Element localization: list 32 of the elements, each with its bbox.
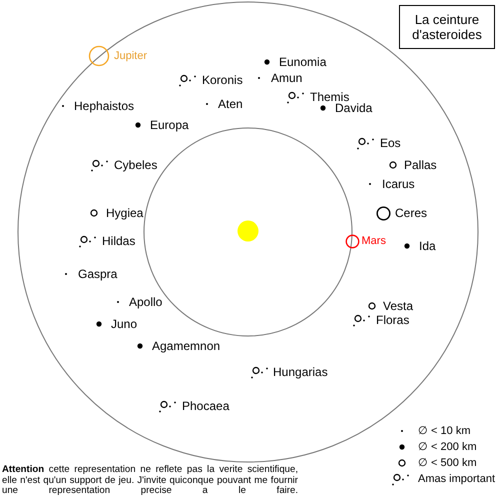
legend-text: ∅ < 10 km — [418, 424, 470, 438]
asteroid-name: Hephaistos — [74, 99, 134, 113]
planet-name: Jupiter — [114, 49, 148, 63]
asteroid-name: Hungarias — [273, 365, 328, 379]
legend-text: ∅ < 200 km — [418, 440, 477, 454]
asteroid-name: Floras — [376, 313, 410, 327]
asteroid-name: Davida — [335, 101, 372, 115]
asteroid-name: Gaspra — [78, 267, 118, 281]
title-box: La ceinture d'asteroides — [399, 5, 495, 49]
asteroid-name: Agamemnon — [152, 339, 220, 353]
asteroid-name: Juno — [111, 317, 138, 331]
asteroid-name: Koronis — [202, 73, 243, 87]
asteroid-name: Eos — [380, 136, 401, 150]
asteroid-name: Pallas — [404, 158, 437, 172]
asteroid-name: Hildas — [102, 234, 136, 248]
disclaimer-note: Attention cette representation ne reflete pas la verite scientifique, elle n'est qu'un support de jeu. J'invite quiconque pouvant me fournir une representation precise a le faire. — [2, 465, 298, 496]
asteroid-name: Hygiea — [106, 206, 144, 220]
asteroid-name: Themis — [310, 90, 350, 104]
asteroid-name: Europa — [150, 118, 189, 132]
asteroid-name: Ida — [419, 239, 436, 253]
asteroid-name: Eunomia — [279, 55, 326, 69]
asteroid-name: Amun — [271, 71, 302, 85]
asteroid-name: Vesta — [383, 299, 414, 313]
asteroid-name: Phocaea — [182, 399, 230, 413]
asteroid-name: Icarus — [382, 177, 415, 191]
asteroid-name: Ceres — [395, 206, 428, 220]
asteroid-name: Cybeles — [114, 158, 158, 172]
asteroid-name: Aten — [218, 97, 243, 111]
asteroid-name: Apollo — [129, 295, 162, 309]
legend-text: ∅ < 500 km — [418, 456, 477, 470]
legend-text: Amas important — [418, 472, 496, 486]
planet-name: Mars — [362, 234, 386, 248]
